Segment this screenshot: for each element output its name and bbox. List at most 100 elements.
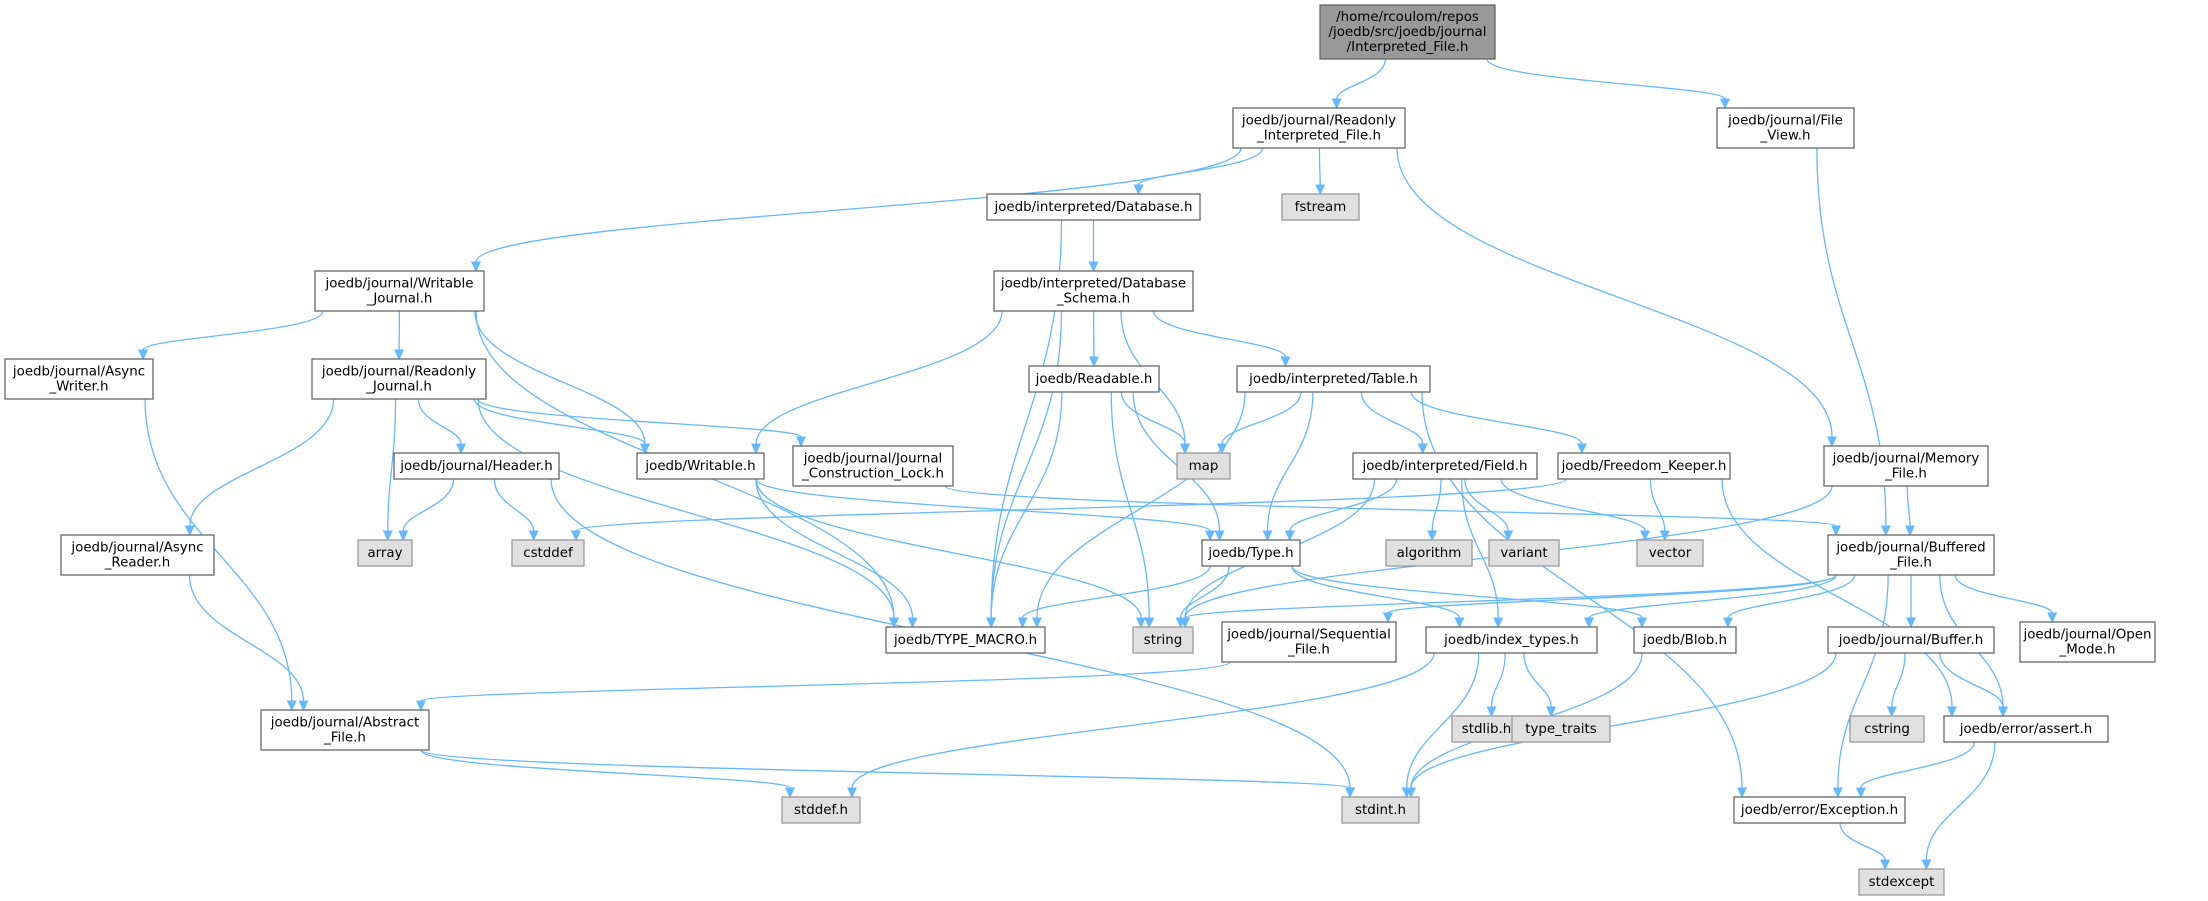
edge-freedom-keeper-to-cstddef [571, 478, 1567, 542]
arrowhead [1205, 530, 1215, 542]
edge-line [477, 398, 802, 438]
node-label-line: joedb/journal/Header.h [399, 459, 553, 474]
node-label-line: joedb/journal/Async [12, 365, 145, 380]
node-variant[interactable]: variant [1488, 539, 1560, 567]
edge-line [1860, 741, 1976, 789]
node-box [986, 193, 1201, 221]
node-algorithm[interactable]: algorithm [1385, 539, 1473, 567]
node-label-line: joedb/error/assert.h [1959, 722, 2093, 737]
node-box [993, 270, 1194, 312]
node-label-line: stddef.h [794, 803, 848, 818]
arrowhead [528, 530, 539, 542]
edge-assert-to-stdexcept [1921, 741, 1996, 871]
node-file-view[interactable]: joedb/journal/File_View.h [1716, 107, 1855, 149]
node-buffered-file[interactable]: joedb/journal/Buffered_File.h [1827, 534, 1995, 576]
node-type-traits[interactable]: type_traits [1511, 715, 1611, 743]
edge-field-to-variant [1464, 478, 1514, 542]
node-stdexcept[interactable]: stdexcept [1858, 868, 1945, 896]
node-field[interactable]: joedb/interpreted/Field.h [1352, 452, 1538, 480]
node-cstddef[interactable]: cstddef [511, 539, 585, 567]
node-cstring[interactable]: cstring [1849, 715, 1925, 743]
node-label-line: _File.h [1889, 556, 1932, 571]
arrowhead [1640, 530, 1650, 542]
edge-sequential-file-to-abstract-file [416, 661, 1231, 712]
edge-line [420, 749, 1351, 789]
node-label-line: cstddef [523, 546, 573, 561]
edge-freedom-keeper-to-vector [1649, 478, 1670, 542]
node-exception[interactable]: joedb/error/Exception.h [1733, 796, 1906, 824]
node-journal-construction-lock[interactable]: joedb/journal/Journal_Construction_Lock.… [792, 445, 954, 487]
node-writable-journal[interactable]: joedb/journal/Writable_Journal.h [314, 270, 485, 312]
arrowhead [571, 530, 581, 542]
node-vector[interactable]: vector [1636, 539, 1704, 567]
arrowhead [1214, 530, 1225, 542]
node-type[interactable]: joedb/Type.h [1201, 539, 1301, 567]
arrowhead [1406, 787, 1416, 799]
node-label-line: map [1189, 459, 1219, 474]
arrowhead [1546, 706, 1557, 718]
node-map[interactable]: map [1176, 452, 1231, 480]
edge-readonly-journal-to-async-reader [184, 398, 335, 537]
edge-line [1120, 391, 1186, 445]
arrowhead [184, 525, 195, 537]
node-buffer[interactable]: joedb/journal/Buffer.h [1827, 626, 1995, 654]
edge-table-to-type-macro [1032, 391, 1246, 629]
node-label-line: array [367, 546, 402, 561]
arrowhead [1720, 98, 1730, 110]
edge-writable-journal-to-async-writer [138, 310, 324, 361]
node-label-line: joedb/index_types.h [1443, 633, 1579, 648]
node-stdint[interactable]: stdint.h [1341, 796, 1420, 824]
edge-index-types-to-stdlib [1486, 652, 1506, 718]
arrowhead [382, 530, 393, 542]
edge-line [755, 310, 1003, 445]
node-label-line: joedb/journal/Memory [1832, 452, 1980, 467]
node-async-writer[interactable]: joedb/journal/Async_Writer.h [4, 358, 154, 400]
edge-line [1839, 822, 1886, 861]
node-array[interactable]: array [357, 539, 413, 567]
arrowhead [1503, 530, 1514, 542]
node-label-line: joedb/journal/Open [2022, 628, 2151, 643]
node-sequential-file[interactable]: joedb/journal/Sequential_File.h [1221, 621, 1397, 663]
node-memory-file[interactable]: joedb/journal/Memory_File.h [1823, 445, 1989, 487]
arrowhead [1880, 525, 1891, 537]
edge-line [1221, 391, 1302, 445]
node-stddef[interactable]: stddef.h [781, 796, 861, 824]
node-header[interactable]: joedb/journal/Header.h [393, 452, 560, 480]
edge-readable-to-map [1120, 391, 1190, 455]
node-fstream[interactable]: fstream [1281, 193, 1360, 221]
node-string[interactable]: string [1132, 626, 1194, 654]
node-abstract-file[interactable]: joedb/journal/Abstract_File.h [260, 709, 430, 751]
node-readonly-journal[interactable]: joedb/journal/Readonly_Journal.h [311, 358, 487, 400]
node-label-line: joedb/Readable.h [1035, 372, 1153, 387]
node-writable[interactable]: joedb/Writable.h [636, 452, 765, 480]
edge-line [1021, 565, 1211, 619]
node-readonly-interpreted-file[interactable]: joedb/journal/Readonly_Interpreted_File.… [1232, 107, 1406, 149]
node-label-line: cstring [1864, 722, 1910, 737]
node-table[interactable]: joedb/interpreted/Table.h [1236, 365, 1431, 393]
node-freedom-keeper[interactable]: joedb/Freedom_Keeper.h [1557, 452, 1731, 480]
node-index-types[interactable]: joedb/index_types.h [1425, 626, 1598, 654]
node-async-reader[interactable]: joedb/journal/Async_Reader.h [60, 534, 215, 576]
node-blob[interactable]: joedb/Blob.h [1633, 626, 1737, 654]
node-box [1633, 626, 1737, 654]
edge-assert-to-exception [1855, 741, 1976, 799]
node-label-line: joedb/journal/Buffered [1835, 541, 1985, 556]
node-type-macro[interactable]: joedb/TYPE_MACRO.h [885, 626, 1046, 654]
edge-line [755, 478, 914, 619]
node-interpreted-database[interactable]: joedb/interpreted/Database.h [986, 193, 1201, 221]
node-open-mode[interactable]: joedb/journal/Open_Mode.h [2019, 621, 2156, 663]
node-box [1636, 539, 1704, 567]
arrowhead [1136, 617, 1146, 629]
edge-journal-construction-lock-to-buffered-file [944, 485, 1841, 537]
arrowhead [1855, 787, 1866, 799]
edge-async-writer-to-abstract-file [144, 398, 297, 712]
node-box [1827, 534, 1995, 576]
node-stdlib[interactable]: stdlib.h [1451, 715, 1522, 743]
edge-line [475, 147, 1242, 263]
edge-buffer-to-stdint [1406, 652, 1837, 799]
node-root[interactable]: /home/rcoulom/repos/joedb/src/joedb/jour… [1319, 4, 1496, 60]
arrowhead [1947, 706, 1957, 718]
node-assert[interactable]: joedb/error/assert.h [1943, 715, 2109, 743]
node-readable[interactable]: joedb/Readable.h [1028, 365, 1160, 393]
node-database-schema[interactable]: joedb/interpreted/Database_Schema.h [993, 270, 1194, 312]
